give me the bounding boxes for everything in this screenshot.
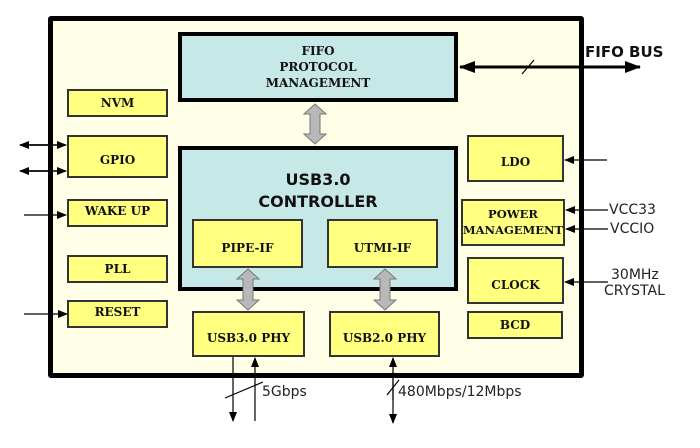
reset-label: RESET xyxy=(94,304,141,319)
nvm-label: NVM xyxy=(100,95,135,110)
ldo-label: LDO xyxy=(500,155,531,170)
vccio-label: VCCIO xyxy=(610,221,655,237)
utmi-if-label: UTMI-IF xyxy=(353,241,412,256)
power-label-line1: POWER xyxy=(488,206,538,221)
fifo-bus-arrow xyxy=(459,59,641,75)
ldo-block: LDO xyxy=(467,135,564,182)
fifo-bus-label: FIFO BUS xyxy=(585,43,664,61)
gpio-block: GPIO xyxy=(67,135,168,178)
controller-title-line1: USB3.0 xyxy=(285,170,351,189)
fifo-label-line2: PROTOCOL xyxy=(279,59,357,74)
wakeup-label: WAKE UP xyxy=(84,203,151,218)
pipe-phy-bidir-arrow xyxy=(235,268,261,311)
gpio-bidir-arrows xyxy=(19,141,67,175)
pipe-if-block: PIPE-IF xyxy=(192,219,303,268)
pll-label: PLL xyxy=(104,261,131,276)
nvm-block: NVM xyxy=(67,89,168,117)
fifo-label-line1: FIFO xyxy=(301,43,335,58)
bcd-block: BCD xyxy=(467,311,563,339)
vcc33-label: VCC33 xyxy=(609,202,656,218)
utmi-if-block: UTMI-IF xyxy=(327,219,438,268)
power-label-line2: MANAGEMENT xyxy=(462,222,564,237)
usb2-phy-label: USB2.0 PHY xyxy=(342,330,427,345)
fifo-controller-bidir-arrow xyxy=(302,103,328,145)
usb2-phy-block: USB2.0 PHY xyxy=(329,311,440,357)
usb3-phy-io-arrows xyxy=(224,357,264,422)
fifo-label-line3: MANAGEMENT xyxy=(265,76,371,91)
bcd-label: BCD xyxy=(499,317,531,332)
controller-title-line2: CONTROLLER xyxy=(258,192,378,211)
usb3-phy-block: USB3.0 PHY xyxy=(192,311,305,357)
usb2-speed-label: 480Mbps/12Mbps xyxy=(398,384,522,400)
power-management-block: POWER MANAGEMENT xyxy=(461,199,565,246)
usb3-phy-label: USB3.0 PHY xyxy=(206,330,291,345)
crystal-label-line2: CRYSTAL xyxy=(604,283,665,299)
crystal-label-line1: 30MHz xyxy=(611,267,659,283)
pll-block: PLL xyxy=(67,255,168,283)
usb3-speed-label: 5Gbps xyxy=(262,384,307,400)
gpio-label: GPIO xyxy=(99,153,136,168)
usb2-phy-io-arrows xyxy=(386,357,400,424)
utmi-phy-bidir-arrow xyxy=(372,268,398,311)
clock-block: CLOCK xyxy=(467,257,564,304)
clock-label: CLOCK xyxy=(491,278,540,293)
pipe-if-label: PIPE-IF xyxy=(221,241,274,256)
fifo-protocol-management-block: FIFO PROTOCOL MANAGEMENT xyxy=(178,32,458,102)
wakeup-block: WAKE UP xyxy=(67,199,168,227)
reset-block: RESET xyxy=(67,300,168,328)
